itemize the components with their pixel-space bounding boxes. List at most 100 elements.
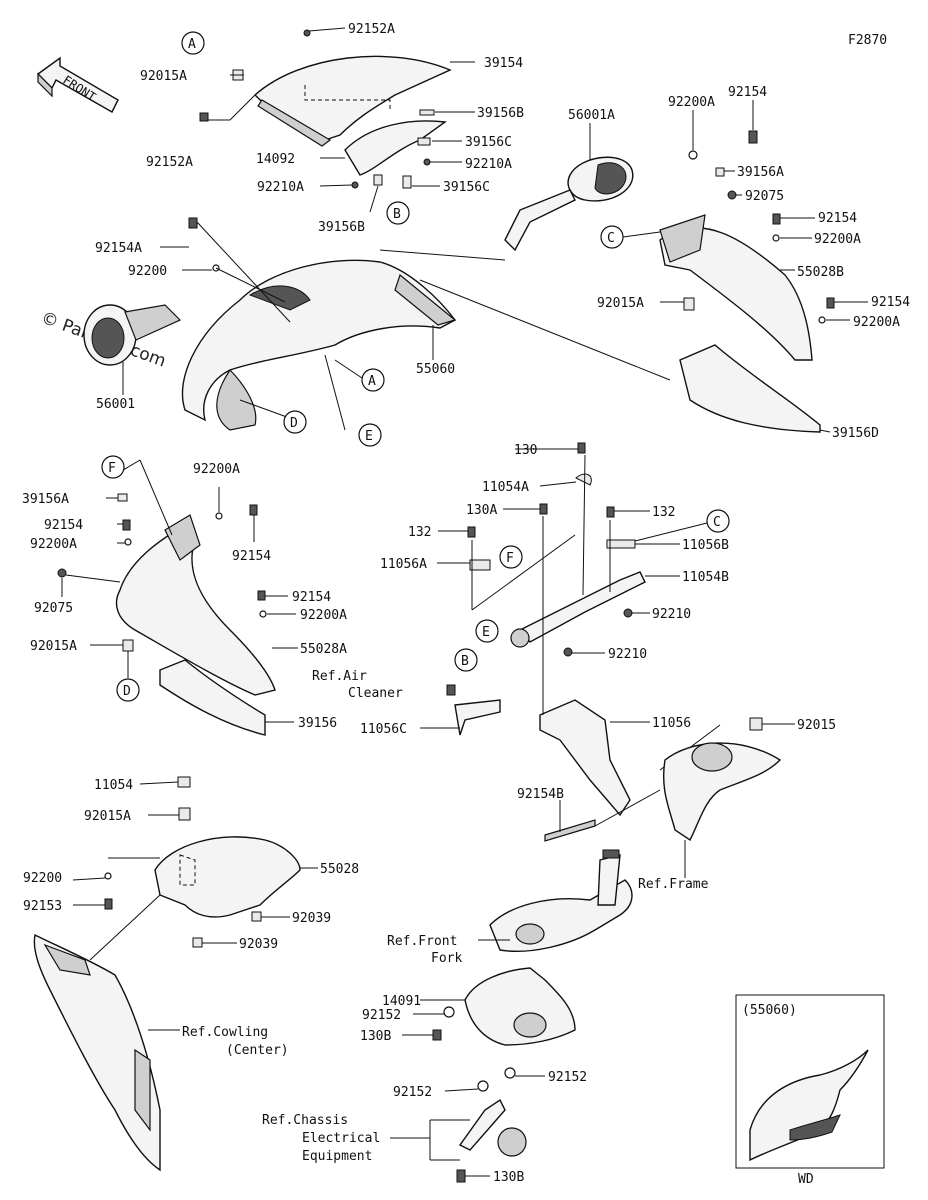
- ref-chassis-1: Ref.Chassis: [262, 1113, 348, 1128]
- upper-cowl-55060[interactable]: [181, 259, 457, 431]
- stay-11056[interactable]: [539, 699, 631, 817]
- label-92200A-upper: 92200A: [193, 462, 240, 477]
- label-39156A-left: 39156A: [22, 492, 69, 507]
- cowling-center[interactable]: [33, 933, 161, 1172]
- bolt-92154A[interactable]: [188, 217, 198, 229]
- label-92153: 92153: [23, 899, 62, 914]
- frame-head[interactable]: [662, 742, 782, 842]
- washer-92200-bottom[interactable]: [104, 872, 112, 880]
- nut-92015A-right[interactable]: [683, 297, 695, 311]
- bracket-11054B[interactable]: [510, 571, 646, 648]
- bolt-130B-lower[interactable]: [456, 1169, 466, 1183]
- bolt-132-right[interactable]: [606, 506, 615, 518]
- bolt-92154-low[interactable]: [826, 297, 835, 309]
- bracket-11054[interactable]: [177, 776, 191, 788]
- pad-39156C-lower[interactable]: [402, 175, 412, 189]
- nut-92015A-left[interactable]: [122, 639, 134, 652]
- pad-39156A-right[interactable]: [715, 167, 725, 177]
- bracket-11056A[interactable]: [469, 559, 491, 571]
- bolt-92154-upper[interactable]: [249, 504, 258, 516]
- label-92152A-left: 92152A: [146, 155, 193, 170]
- label-55060: 55060: [416, 362, 455, 377]
- pad-39156B-lower[interactable]: [373, 174, 383, 186]
- svg-text:F: F: [108, 461, 116, 476]
- label-55028: 55028: [320, 862, 359, 877]
- grommet-92152-left[interactable]: [477, 1080, 489, 1092]
- clip-92039-right[interactable]: [251, 911, 262, 922]
- clip-92039-left[interactable]: [192, 937, 203, 948]
- bolt-92153[interactable]: [104, 898, 113, 910]
- panel-55028A[interactable]: [115, 514, 276, 696]
- label-132-right: 132: [652, 505, 675, 520]
- panel-55028B[interactable]: [659, 214, 813, 361]
- screw-92210A-right[interactable]: [423, 158, 431, 166]
- bolt-11056C[interactable]: [446, 684, 456, 696]
- screw-92152A-top[interactable]: [303, 29, 311, 37]
- bolt-132-left[interactable]: [467, 526, 476, 538]
- washer-92200A-left[interactable]: [124, 538, 132, 546]
- screw-92075-right[interactable]: [727, 190, 737, 200]
- washer-92200A-mid[interactable]: [772, 234, 780, 242]
- screw-92210A-left[interactable]: [351, 181, 359, 189]
- nut-92210-upper[interactable]: [623, 608, 633, 618]
- grommet-92152-upper[interactable]: [443, 1006, 455, 1018]
- bolt-92154B[interactable]: [544, 819, 596, 842]
- bolt-130A[interactable]: [539, 503, 548, 515]
- bolt-130[interactable]: [577, 442, 586, 454]
- pad-39156C-top[interactable]: [417, 137, 431, 146]
- bolt-92154-left[interactable]: [122, 519, 131, 531]
- callout-d-mid: D: [283, 410, 307, 434]
- callout-c-right: C: [600, 225, 624, 249]
- label-55028A: 55028A: [300, 642, 347, 657]
- nut-92015[interactable]: [749, 717, 763, 731]
- label-92200: 92200: [128, 264, 167, 279]
- label-130B-lower: 130B: [493, 1170, 524, 1185]
- grommet-92152-right[interactable]: [504, 1067, 516, 1079]
- label-14091: 14091: [382, 994, 421, 1009]
- label-11054: 11054: [94, 778, 133, 793]
- label-92200A-left: 92200A: [30, 537, 77, 552]
- front-fork-triple-clamp[interactable]: [489, 849, 633, 952]
- washer-92200A-lower-left[interactable]: [259, 610, 267, 618]
- label-92015A-top: 92015A: [140, 69, 187, 84]
- pad-39156B[interactable]: [419, 109, 435, 116]
- label-56001: 56001: [96, 397, 135, 412]
- label-39156: 39156: [298, 716, 337, 731]
- pad-39156D[interactable]: [679, 344, 821, 433]
- horn-bracket[interactable]: [458, 1098, 527, 1157]
- nut-92210-lower[interactable]: [563, 647, 573, 657]
- headlight-56001[interactable]: [83, 304, 182, 366]
- label-55028B: 55028B: [797, 265, 844, 280]
- bolt-92154-lower-left[interactable]: [257, 590, 266, 601]
- bracket-11054A[interactable]: [575, 473, 592, 486]
- label-92075-left: 92075: [34, 601, 73, 616]
- cover-14091[interactable]: [464, 967, 576, 1046]
- inset-55060-wd: (55060) WD: [735, 994, 885, 1187]
- label-92200A-mid: 92200A: [814, 232, 861, 247]
- label-92154-low: 92154: [871, 295, 910, 310]
- callout-b-top: B: [386, 201, 410, 225]
- nut-92015A-bottom[interactable]: [178, 807, 191, 821]
- label-39154: 39154: [484, 56, 523, 71]
- panel-55028[interactable]: [154, 836, 301, 918]
- inner-cover-14092[interactable]: [344, 120, 447, 176]
- label-92015: 92015: [797, 718, 836, 733]
- bracket-11056B[interactable]: [606, 539, 636, 549]
- diagram-code: F2870: [848, 33, 887, 48]
- bolt-92154-mid[interactable]: [772, 213, 781, 225]
- pad-39156A-left[interactable]: [117, 493, 128, 502]
- washer-92200A-top[interactable]: [688, 150, 698, 160]
- bracket-11056C[interactable]: [454, 699, 501, 736]
- screw-92152A-left[interactable]: [199, 112, 209, 122]
- bolt-130B-upper[interactable]: [432, 1029, 442, 1041]
- label-92210A-right: 92210A: [465, 157, 512, 172]
- svg-text:A: A: [368, 374, 376, 389]
- washer-92200A-upper[interactable]: [215, 512, 223, 520]
- bolt-92154-top[interactable]: [748, 130, 758, 144]
- mirror-56001A[interactable]: [504, 156, 634, 252]
- svg-text:E: E: [482, 625, 490, 640]
- pad-39156[interactable]: [159, 659, 266, 736]
- washer-92200A-low[interactable]: [818, 316, 826, 324]
- screw-92075-left[interactable]: [57, 568, 67, 578]
- windshield-39154[interactable]: [253, 55, 452, 147]
